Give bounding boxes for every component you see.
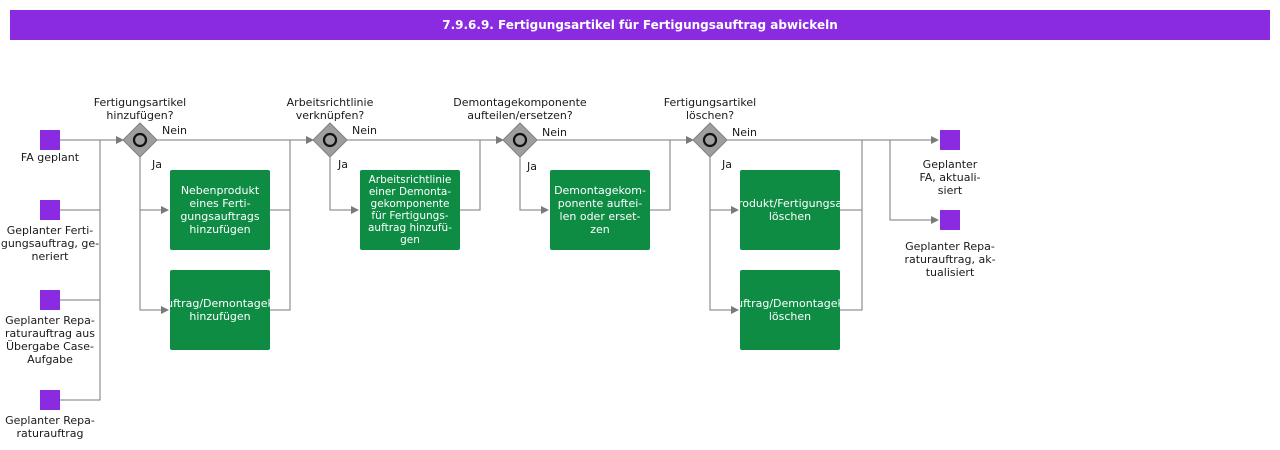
gateway-yes-label: Ja bbox=[338, 158, 348, 171]
start-event-fertigungsauftrag[interactable] bbox=[40, 200, 60, 220]
start-event-label: Geplanter Repa- raturauftrag bbox=[5, 414, 95, 440]
start-event-label: FA geplant bbox=[20, 151, 80, 164]
gateway-4 bbox=[692, 122, 728, 158]
gateway-yes-label: Ja bbox=[527, 160, 537, 173]
start-event-label: Geplanter Repa- raturauftrag aus Übergab… bbox=[5, 314, 95, 366]
gateway-no-label: Nein bbox=[732, 126, 758, 139]
gateway-no-label: Nein bbox=[162, 124, 188, 137]
task-demontage-loeschen[interactable]: uftrag/Demontagek löschen bbox=[740, 270, 840, 350]
gateway-question: Fertigungsartikel hinzufügen? bbox=[93, 96, 187, 122]
gateway-yes-label: Ja bbox=[722, 158, 732, 171]
gateway-question: Demontagekomponente aufteilen/ersetzen? bbox=[453, 96, 587, 122]
gateway-yes-label: Ja bbox=[152, 158, 162, 171]
diagram-title: 7.9.6.9. Fertigungsartikel für Fertigung… bbox=[10, 10, 1270, 40]
gateway-question: Arbeitsrichtlinie verknüpfen? bbox=[286, 96, 374, 122]
merge-line bbox=[60, 139, 101, 401]
gateway-1 bbox=[122, 122, 158, 158]
start-event-fa-geplant[interactable] bbox=[40, 130, 60, 150]
gateway-2 bbox=[312, 122, 348, 158]
start-event-reparaturauftrag[interactable] bbox=[40, 390, 60, 410]
gateway-3 bbox=[502, 122, 538, 158]
task-demontagekomponente-aufteilen[interactable]: Demontagekom- ponente auftei- len oder e… bbox=[550, 170, 650, 250]
task-nebenprodukt-hinzufuegen[interactable]: Nebenprodukt eines Ferti- gungsauftrags … bbox=[170, 170, 270, 250]
end-event-reparaturauftrag-aktualisiert[interactable] bbox=[940, 210, 960, 230]
task-demontage-hinzufuegen[interactable]: uftrag/Demontagek hinzufügen bbox=[170, 270, 270, 350]
task-arbeitsrichtlinie-hinzufuegen[interactable]: Arbeitsrichtlinie einer Demonta- gekompo… bbox=[360, 170, 460, 250]
task-produkt-loeschen[interactable]: rodukt/Fertigungsa löschen bbox=[740, 170, 840, 250]
start-event-label: Geplanter Ferti- gungsauftrag, ge- nerie… bbox=[0, 224, 100, 263]
gateway-no-label: Nein bbox=[542, 126, 568, 139]
gateway-question: Fertigungsartikel löschen? bbox=[663, 96, 757, 122]
start-event-reparatur-case[interactable] bbox=[40, 290, 60, 310]
end-event-label: Geplanter FA, aktuali- siert bbox=[919, 158, 981, 197]
end-event-label: Geplanter Repa- raturauftrag, ak- tualis… bbox=[904, 240, 996, 279]
gateway-no-label: Nein bbox=[352, 124, 378, 137]
end-event-fa-aktualisiert[interactable] bbox=[940, 130, 960, 150]
